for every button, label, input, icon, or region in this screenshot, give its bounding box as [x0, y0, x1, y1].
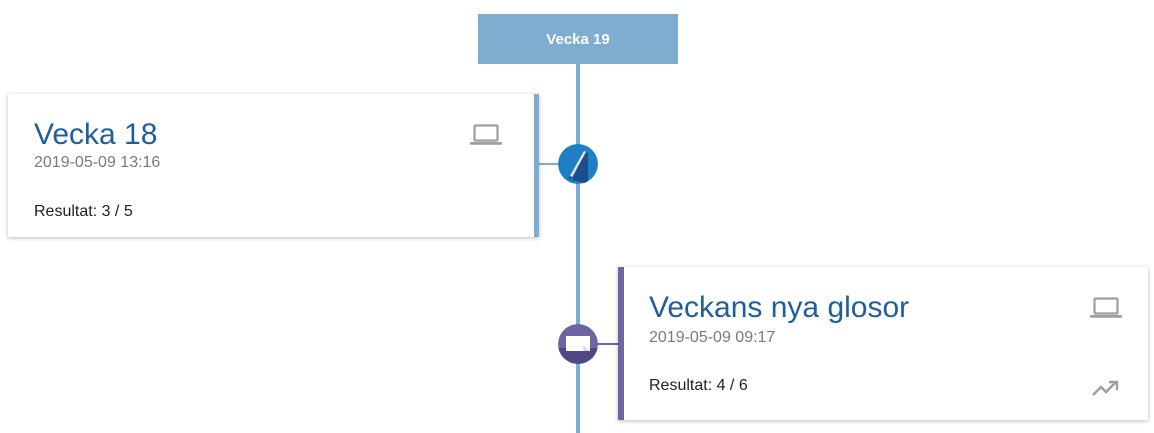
- flashcard-icon[interactable]: [558, 324, 598, 364]
- timeline-line: [576, 60, 580, 433]
- card-title[interactable]: Veckans nya glosor: [649, 291, 910, 324]
- card-result: Resultat: 3 / 5: [34, 203, 133, 220]
- laptop-icon: [1090, 297, 1122, 324]
- pen-icon[interactable]: [558, 144, 598, 184]
- card-result: Resultat: 4 / 6: [649, 377, 748, 394]
- timeline-connector: [538, 163, 560, 165]
- laptop-icon: [470, 124, 502, 151]
- week-header: Vecka 19: [478, 14, 678, 64]
- card-title[interactable]: Vecka 18: [34, 118, 158, 151]
- timeline-connector: [596, 343, 620, 345]
- week-label: Vecka 19: [546, 30, 610, 48]
- timeline-card[interactable]: Veckans nya glosor 2019-05-09 09:17 Resu…: [618, 267, 1148, 420]
- trending-up-icon[interactable]: [1092, 379, 1120, 402]
- card-date: 2019-05-09 13:16: [34, 154, 161, 171]
- timeline-card[interactable]: Vecka 18 2019-05-09 13:16 Resultat: 3 / …: [8, 94, 539, 237]
- card-date: 2019-05-09 09:17: [649, 329, 776, 346]
